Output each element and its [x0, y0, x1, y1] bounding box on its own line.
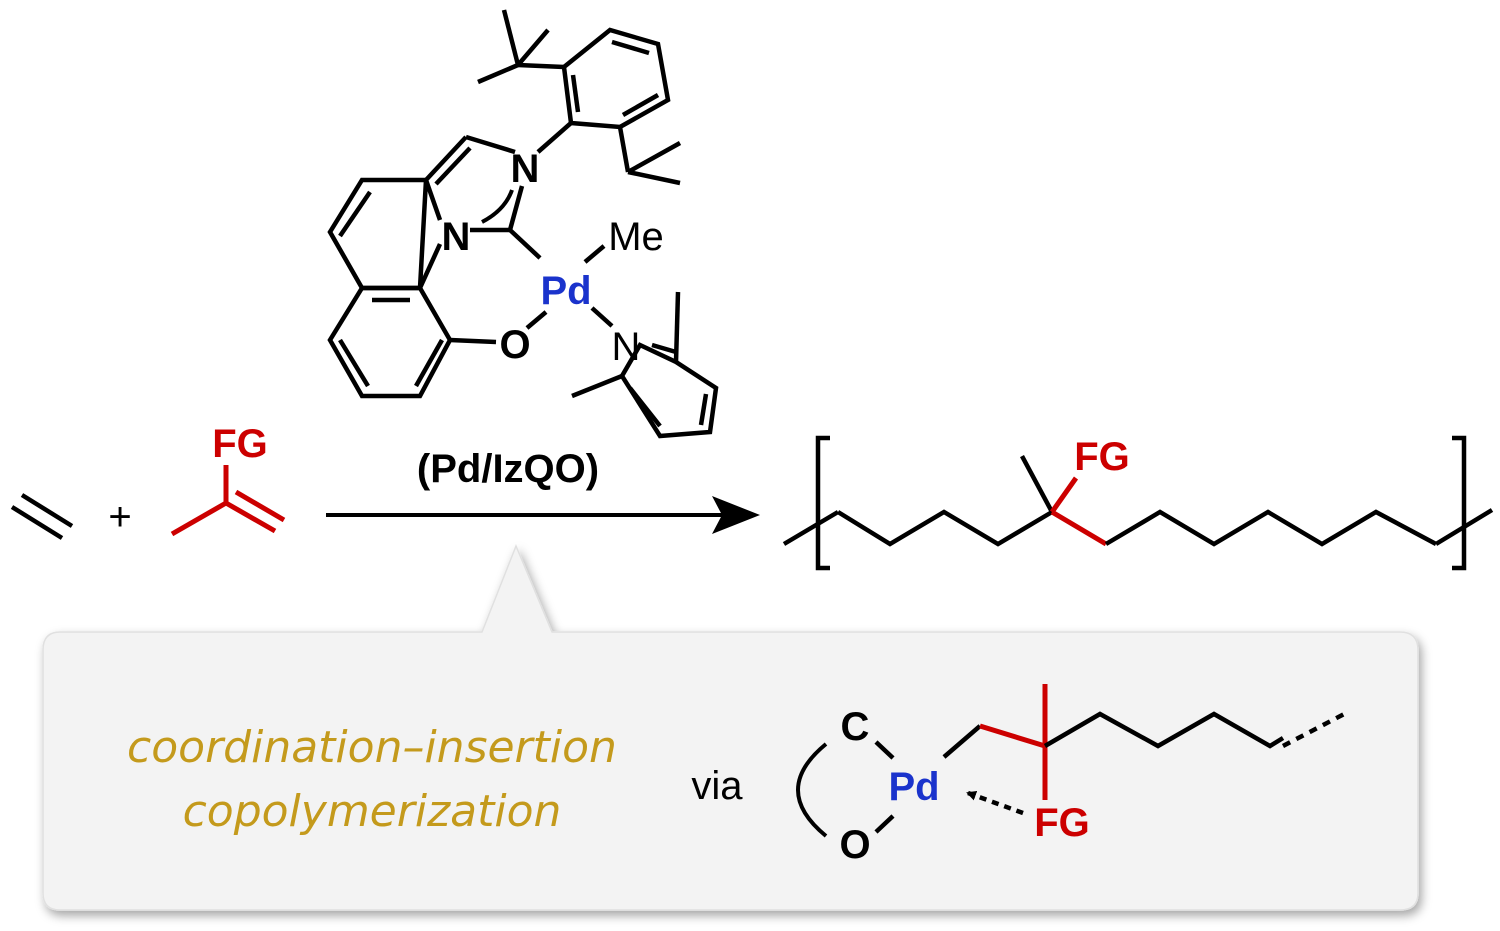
comonomer-fg: FG [212, 422, 268, 466]
reaction-arrowhead [712, 496, 760, 534]
mechanism-callout [42, 544, 1419, 911]
catalyst-structure [327, 9, 719, 439]
mech-bond-c-pd [874, 740, 895, 760]
chelate-arc [796, 742, 828, 838]
mech-chain-dashed [1281, 710, 1350, 748]
ethylene [10, 493, 74, 540]
catalyst-me: Me [608, 215, 664, 259]
mech-bond-o-pd [874, 814, 895, 834]
plus-sign: + [108, 495, 131, 539]
mech-fg: FG [1034, 801, 1090, 845]
catalyst-pd: Pd [540, 269, 591, 313]
mech-chain-pd-ch2 [942, 724, 982, 759]
catalyst-label: (Pd/IzQO) [417, 447, 599, 491]
catalyst-n-imidazole: N [511, 147, 540, 191]
mech-atom-c: C [841, 705, 870, 749]
product-polymer [782, 435, 1494, 571]
mech-atom-pd: Pd [888, 765, 939, 809]
via-label: via [691, 764, 743, 808]
catalyst-o: O [499, 323, 530, 367]
catalyst-n-bridge: N [442, 215, 471, 259]
product-fg: FG [1074, 435, 1130, 479]
mech-chain-tail [1043, 711, 1285, 749]
mechanism-title-line2: copolymerization [183, 786, 562, 837]
mechanism-title-line1: coordination–insertion [127, 722, 617, 773]
mech-coordination-arrow [966, 790, 1024, 816]
mech-chain-red [979, 723, 1046, 749]
catalyst-n-pyridine: N [612, 325, 641, 369]
mech-atom-o: O [839, 823, 870, 867]
comonomer [170, 465, 286, 537]
